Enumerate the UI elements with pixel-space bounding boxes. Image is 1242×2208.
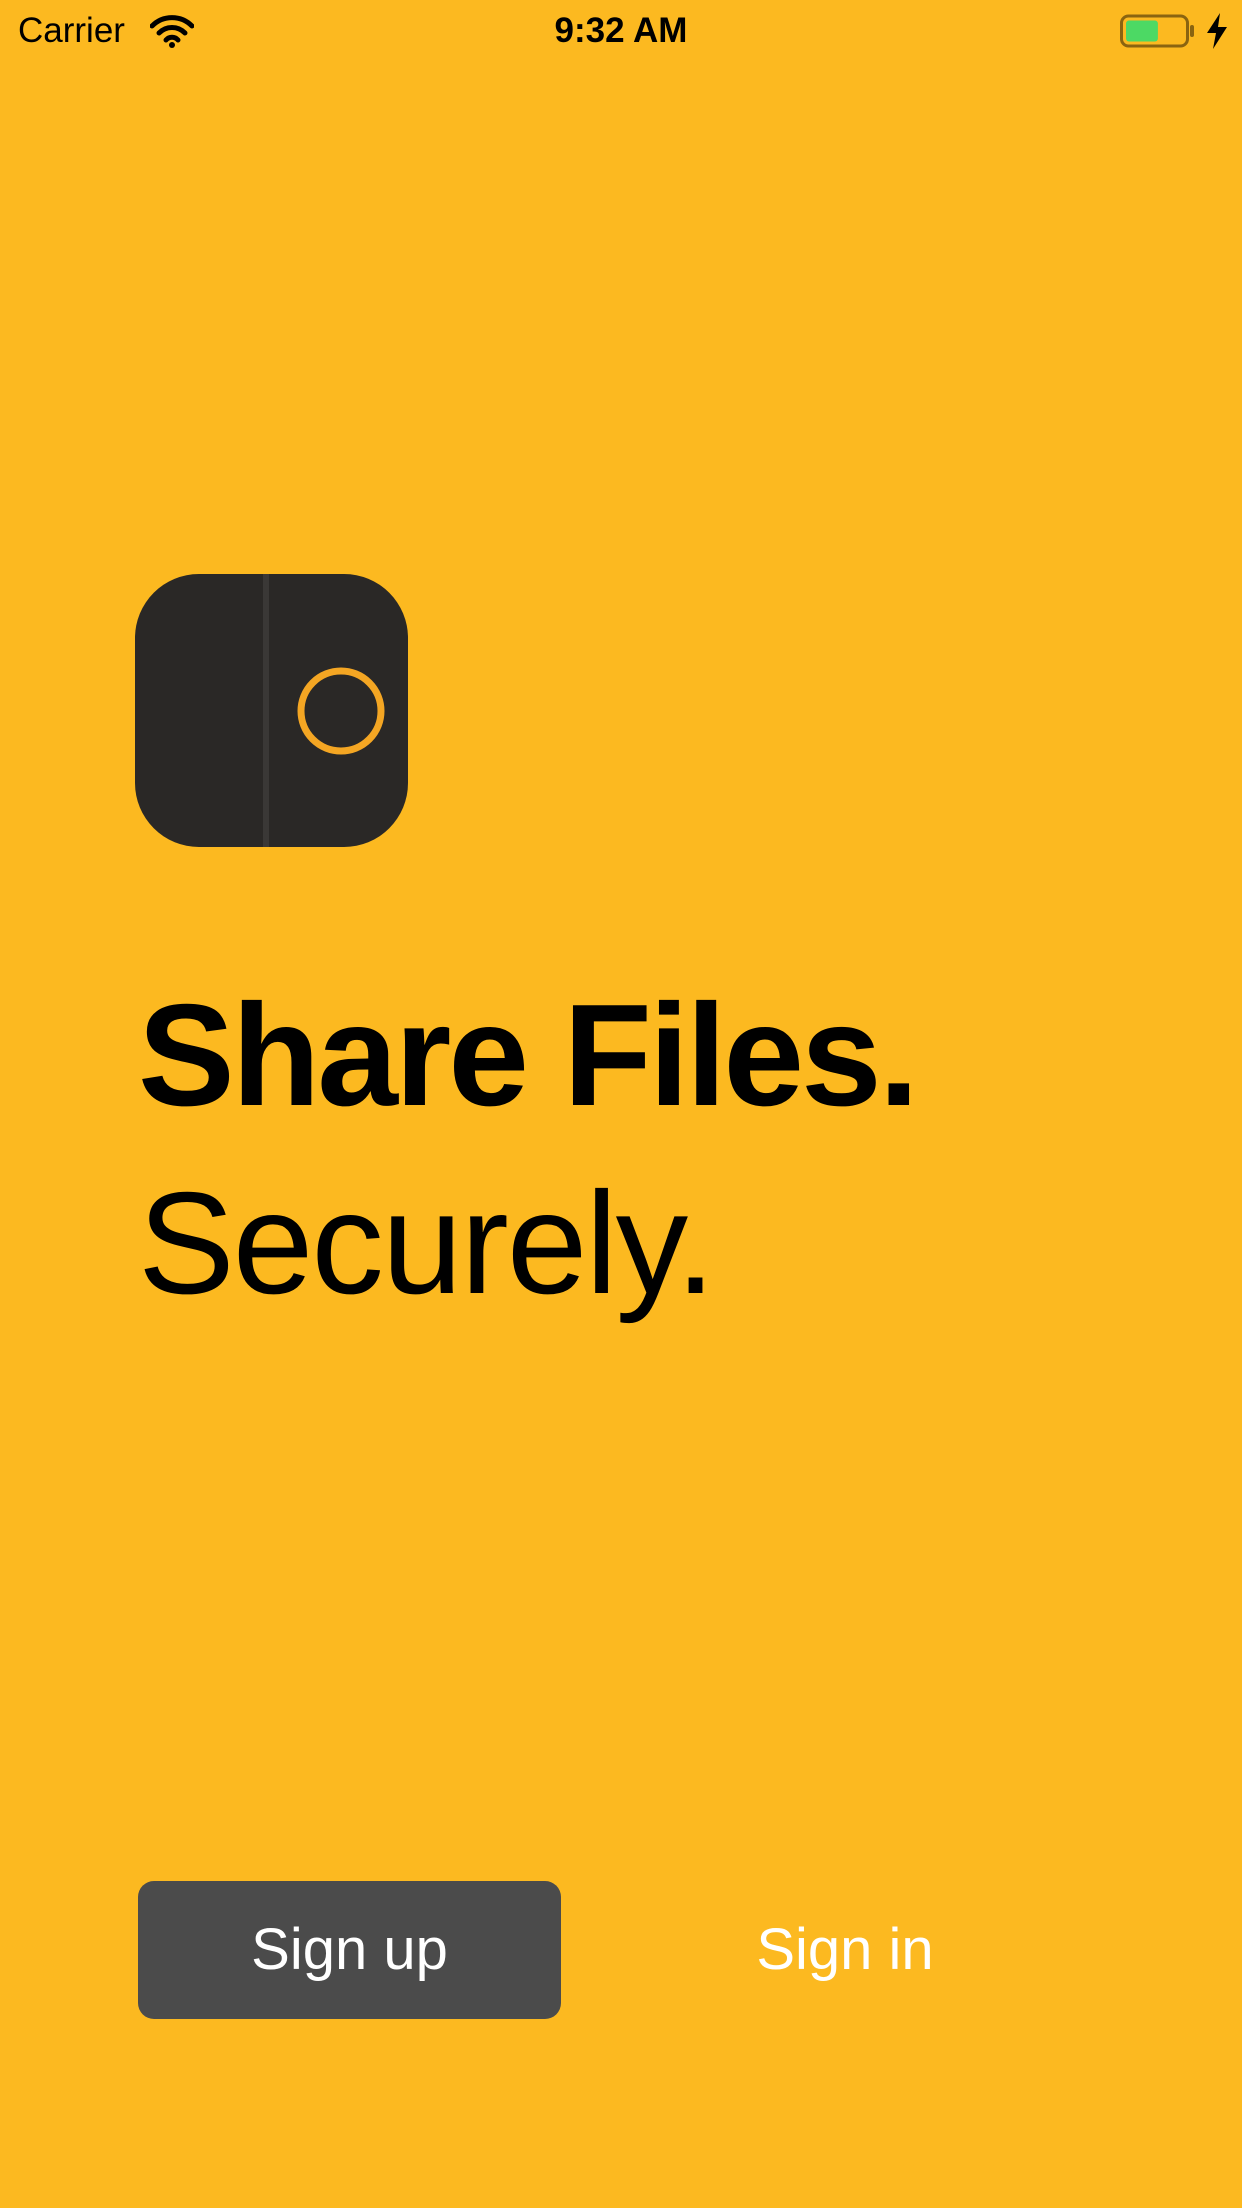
- status-time: 9:32 AM: [554, 11, 688, 50]
- vault-logo-icon: [135, 574, 408, 847]
- status-bar: Carrier 9:32 AM: [0, 0, 1242, 62]
- wifi-icon: [150, 15, 194, 48]
- sign-in-link[interactable]: Sign in: [756, 1917, 934, 1982]
- battery-icon: [1120, 14, 1194, 48]
- battery-level: [1126, 20, 1158, 42]
- subheadline: Securely.: [138, 1162, 716, 1324]
- charging-bolt-icon: [1207, 13, 1227, 49]
- sign-up-button[interactable]: Sign up: [138, 1881, 561, 2019]
- carrier-label: Carrier: [18, 11, 125, 50]
- headline: Share Files.: [138, 974, 919, 1136]
